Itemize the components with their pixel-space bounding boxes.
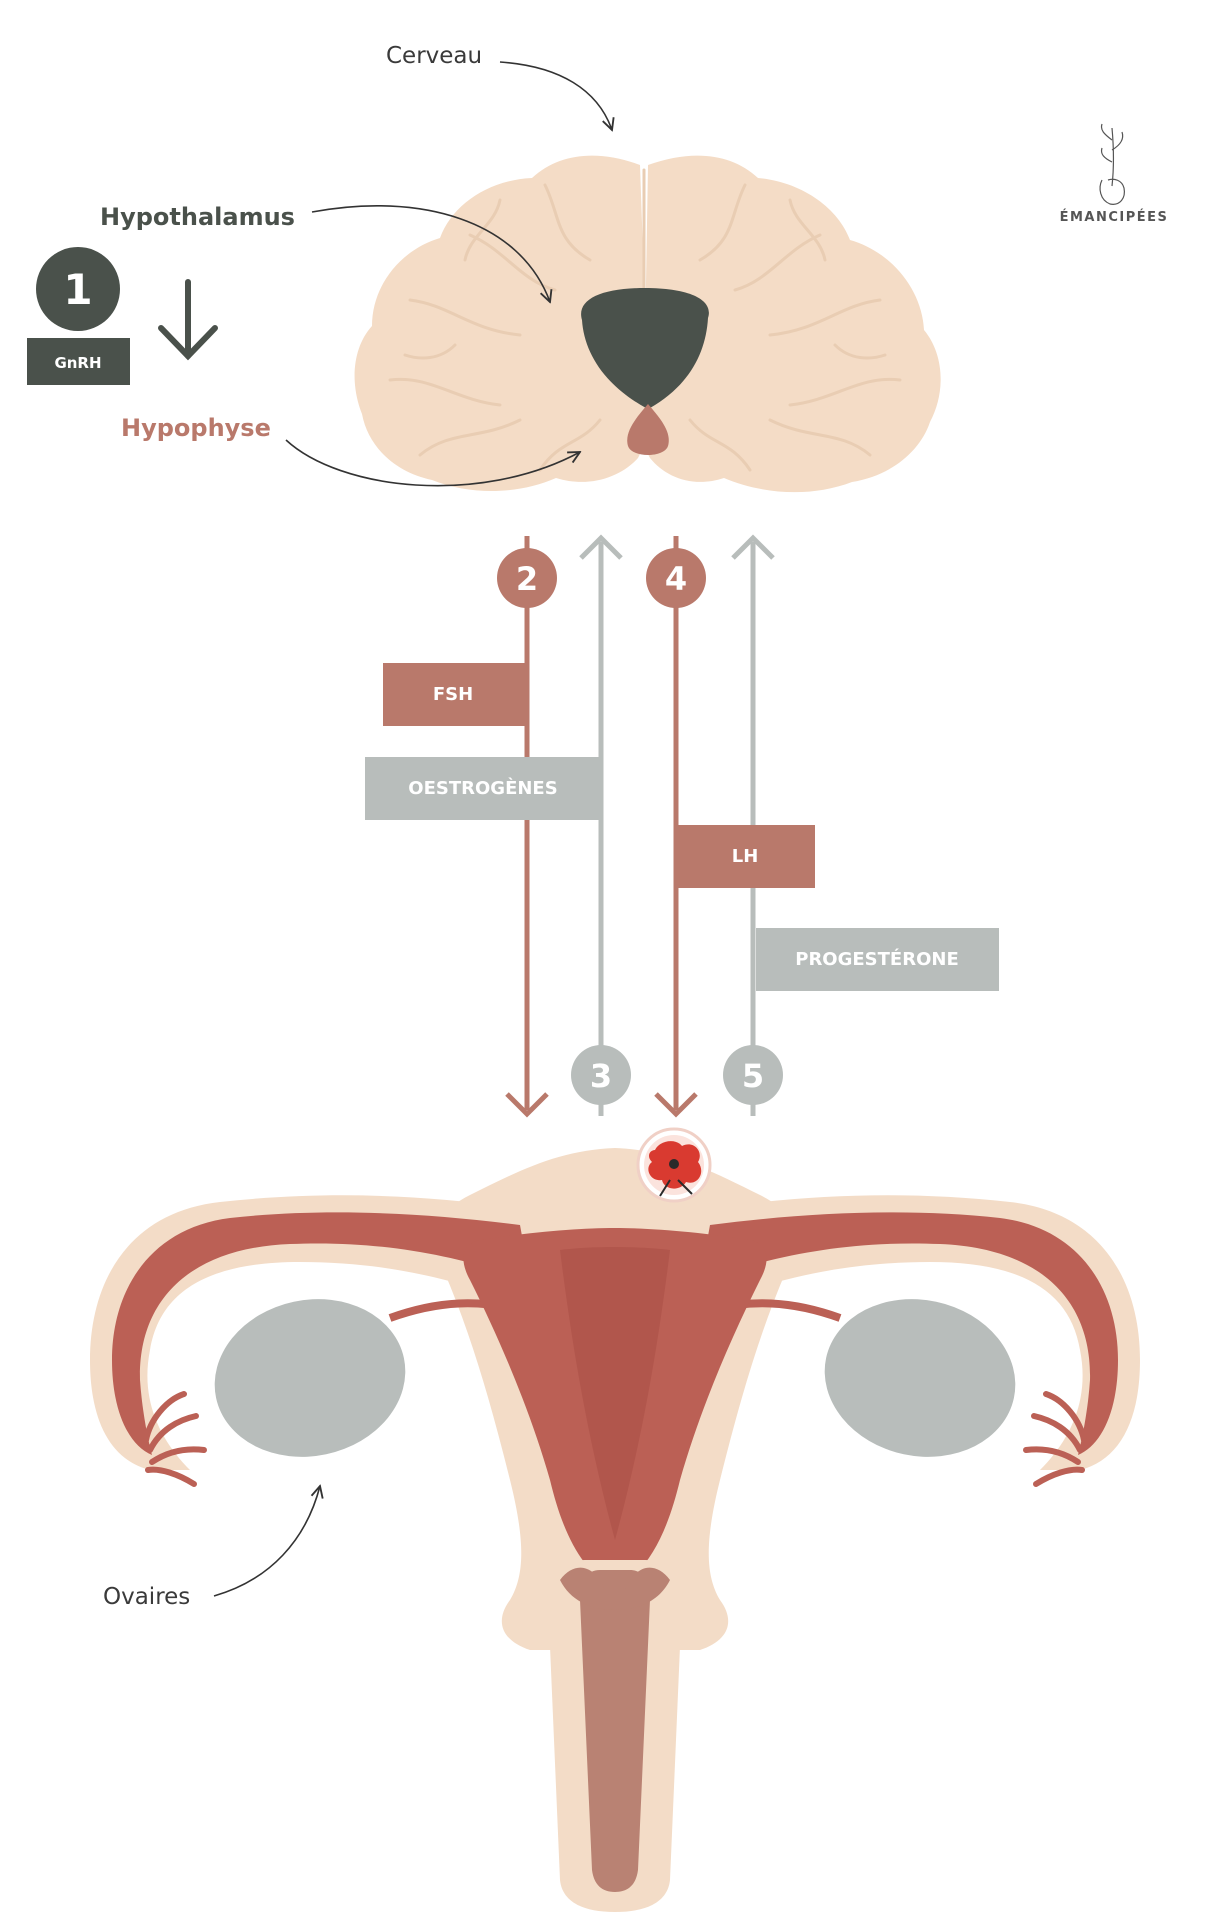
step-2-number: 2 <box>516 560 538 598</box>
fsh-label: FSH <box>433 684 473 705</box>
brain-right-hemisphere <box>641 155 941 493</box>
step-3-badge <box>571 1045 631 1105</box>
gnrh-label: GnRH <box>54 354 101 372</box>
brain-label: Cerveau <box>386 43 482 69</box>
hand-branch-logo-icon <box>1099 123 1125 205</box>
cervix-lips <box>560 1567 670 1610</box>
ovaries-label: Ovaires <box>103 1584 190 1610</box>
gnrh-box <box>27 338 130 385</box>
brand-logo: ÉMANCIPÉES <box>1060 123 1169 225</box>
oestrogenes-arrowhead <box>579 534 623 560</box>
step-1-badge <box>36 247 120 331</box>
lh-arrowhead <box>654 1092 698 1118</box>
brain-illustration <box>354 155 941 493</box>
step-3-number: 3 <box>590 1057 612 1095</box>
oestrogenes-label: OESTROGÈNES <box>408 777 557 799</box>
hypophyse-label: Hypophyse <box>121 414 271 442</box>
step-2-badge <box>497 548 557 608</box>
step-5-badge <box>723 1045 783 1105</box>
hypophyse-callout-arrow <box>285 439 580 487</box>
hypothalamus-label: Hypothalamus <box>100 203 295 231</box>
left-fimbriae <box>143 1391 207 1487</box>
progesterone-box <box>756 928 999 991</box>
right-tube-red <box>700 1212 1118 1455</box>
callout-arrows <box>213 61 612 1597</box>
progesterone-arrowhead <box>731 534 775 560</box>
brain-callout-arrow <box>499 61 612 130</box>
uterus-inner-layer <box>560 1247 670 1540</box>
left-tube-red <box>112 1212 530 1455</box>
hypophyse-region <box>627 404 669 455</box>
step-1-number: 1 <box>63 265 92 314</box>
right-fimbriae <box>1023 1391 1087 1487</box>
oestrogenes-box <box>365 757 603 820</box>
brain-left-hemisphere <box>354 155 649 492</box>
fsh-box <box>383 663 528 726</box>
fsh-arrowhead <box>505 1092 549 1118</box>
ovaries-callout-arrow <box>213 1486 320 1597</box>
lh-box <box>675 825 815 888</box>
step-4-badge <box>646 548 706 608</box>
vaginal-canal <box>579 1570 651 1892</box>
right-ovary <box>824 1299 1016 1457</box>
hypothalamus-region <box>581 288 709 408</box>
step-1-group: 1 GnRH <box>27 247 218 385</box>
left-ovary <box>214 1299 406 1457</box>
hypothalamus-callout-arrow <box>311 205 550 302</box>
uterus-illustration <box>90 1148 1140 1912</box>
step-5-number: 5 <box>742 1057 764 1095</box>
lh-label: LH <box>732 846 759 867</box>
down-arrow-icon <box>158 279 218 361</box>
step-4-number: 4 <box>665 560 687 598</box>
poppy-flower-icon <box>636 1127 712 1203</box>
hormone-flow: 2 4 3 5 FSH OESTROGÈNES LH PROGESTÉRONE <box>365 534 999 1118</box>
progesterone-label: PROGESTÉRONE <box>795 948 959 970</box>
brand-name: ÉMANCIPÉES <box>1060 209 1169 225</box>
